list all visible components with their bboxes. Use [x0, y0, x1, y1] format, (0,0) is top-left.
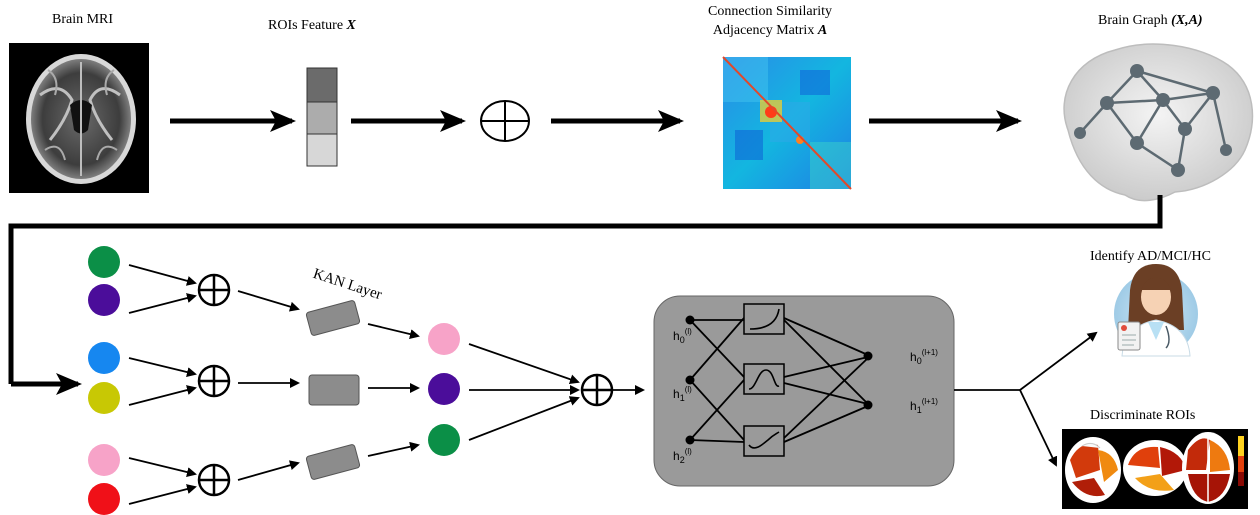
activation-box-2	[743, 363, 785, 395]
activation-box-1	[743, 303, 785, 335]
roi-brain-maps	[1062, 429, 1248, 509]
connection-var: A	[817, 23, 828, 38]
node-pink	[88, 444, 120, 476]
roi-feature-vector	[306, 67, 338, 167]
node-purple	[88, 284, 120, 316]
kan-box-1	[305, 300, 361, 336]
brain-mri-label: Brain MRI	[52, 12, 114, 27]
kan-network-panel	[653, 295, 955, 487]
brain-graph-illustration	[1063, 43, 1254, 202]
rois-feature-text: ROIs Feature	[268, 18, 347, 33]
kan-box-2	[308, 374, 360, 406]
identify-label: Identify AD/MCI/HC	[1090, 249, 1211, 264]
adjacency-matrix-heatmap	[722, 56, 852, 190]
h1-in-label: h1(l)	[673, 385, 692, 403]
sum-kan-arrows	[237, 290, 300, 481]
h2-in-label: h2(l)	[673, 447, 692, 465]
concat-operator-top	[480, 100, 530, 142]
rois-feature-var: X	[346, 18, 356, 33]
kan-node-arrows	[367, 323, 420, 457]
node-sum-arrows	[128, 264, 197, 505]
brain-graph-text: Brain Graph	[1098, 13, 1172, 28]
out-node-purple	[428, 373, 460, 405]
connection-line2: Adjacency Matrix	[712, 23, 818, 38]
sum-operator-3	[197, 463, 231, 497]
kan-network-nodes	[685, 315, 873, 445]
brain-mri-image	[9, 43, 149, 193]
activation-box-3	[743, 425, 785, 457]
node-final-arrows	[468, 343, 580, 441]
node-olive	[88, 382, 120, 414]
sum-operator-2	[197, 364, 231, 398]
output-branch-arrows	[954, 331, 1098, 467]
flow-connector	[8, 195, 1163, 384]
out-node-green	[428, 424, 460, 456]
out-node-pink	[428, 323, 460, 355]
brain-graph-label: Brain Graph (X,A)	[1098, 13, 1203, 29]
h1-out-label: h1(l+1)	[910, 397, 938, 415]
node-blue	[88, 342, 120, 374]
node-red	[88, 483, 120, 515]
kan-network-edges	[689, 317, 869, 443]
sum-operator-1	[197, 273, 231, 307]
connection-line1: Connection Similarity	[708, 4, 833, 19]
final-sum-operator	[580, 373, 614, 407]
connection-label: Connection Similarity Adjacency Matrix A	[708, 2, 832, 40]
h0-in-label: h0(l)	[673, 327, 692, 345]
doctor-icon	[1114, 264, 1198, 357]
rois-feature-label: ROIs Feature X	[268, 18, 356, 34]
brain-graph-var: (X,A)	[1171, 13, 1203, 28]
node-green	[88, 246, 120, 278]
discriminate-label: Discriminate ROIs	[1090, 408, 1196, 423]
h0-out-label: h0(l+1)	[910, 348, 938, 366]
kan-box-3	[305, 444, 361, 480]
